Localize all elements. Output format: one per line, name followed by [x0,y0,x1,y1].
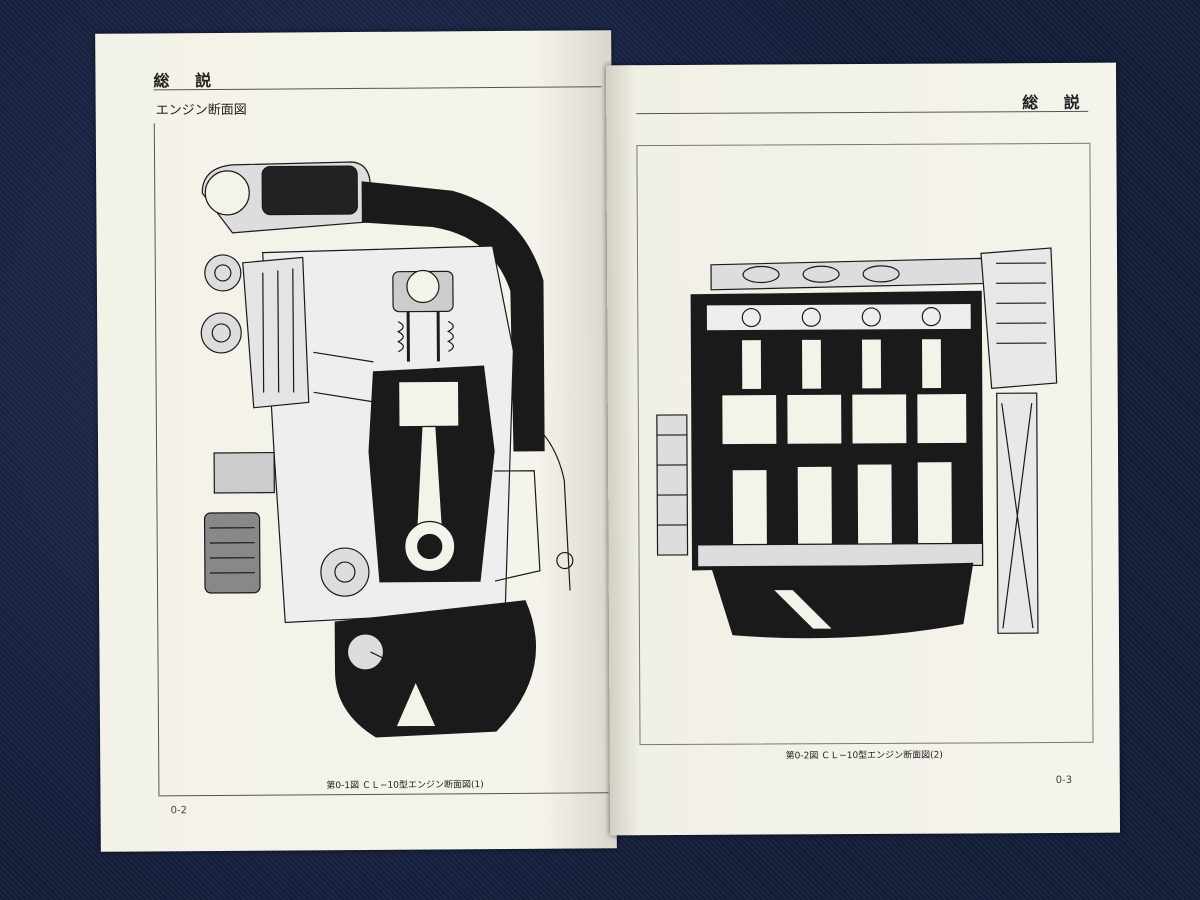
right-header-rule [636,110,1089,115]
right-figure-caption: 第0-2図 ＣＬ−10型エンジン断面図(2) [785,750,943,762]
left-page: 総 説 エンジン断面図 [95,30,617,852]
right-page: 総 説 [605,62,1121,836]
left-subheading: エンジン断面図 [155,102,247,119]
right-section-title: 総 説 [1022,92,1090,113]
left-figure-caption: 第0-1図 ＣＬ−10型エンジン断面図(1) [326,780,484,792]
right-page-number: 0-3 [1055,774,1073,786]
engine-cross-section-figure-1 [200,161,574,738]
left-section-title: 総 説 [153,70,222,91]
left-footer-rule [158,792,609,797]
engine-cross-section-figure-2 [656,247,1058,639]
left-frame-line [153,123,160,796]
left-page-number: 0-2 [170,805,187,817]
